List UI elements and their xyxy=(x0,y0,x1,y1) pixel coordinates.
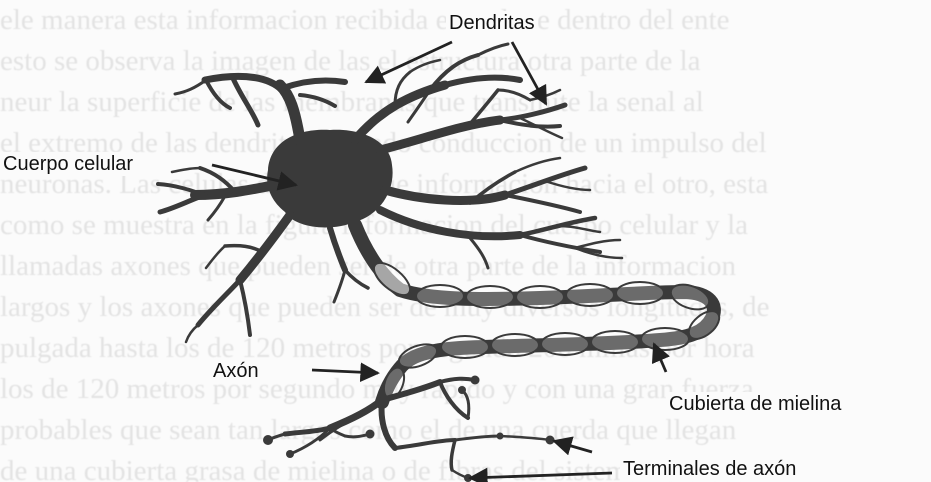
axon-shaft xyxy=(355,225,714,402)
myelin-label: Cubierta de mielina xyxy=(666,392,844,416)
dendrites-arrow-left xyxy=(366,42,452,82)
label-arrows xyxy=(212,42,666,478)
axon-terminal-branches xyxy=(268,379,550,478)
axon-label: Axón xyxy=(210,359,262,383)
axon xyxy=(355,225,714,402)
cell-body-label: Cuerpo celular xyxy=(0,152,136,176)
cell-body-shape xyxy=(267,130,392,228)
myelin-sheath-segments xyxy=(369,257,724,401)
axon-arrow xyxy=(312,370,378,373)
axon-terminals-label: Terminales de axón xyxy=(620,457,799,481)
terminal-arrow-lower xyxy=(470,473,612,478)
dendrites-label: Dendritas xyxy=(446,11,538,35)
terminal-arrow-upper xyxy=(554,441,592,452)
